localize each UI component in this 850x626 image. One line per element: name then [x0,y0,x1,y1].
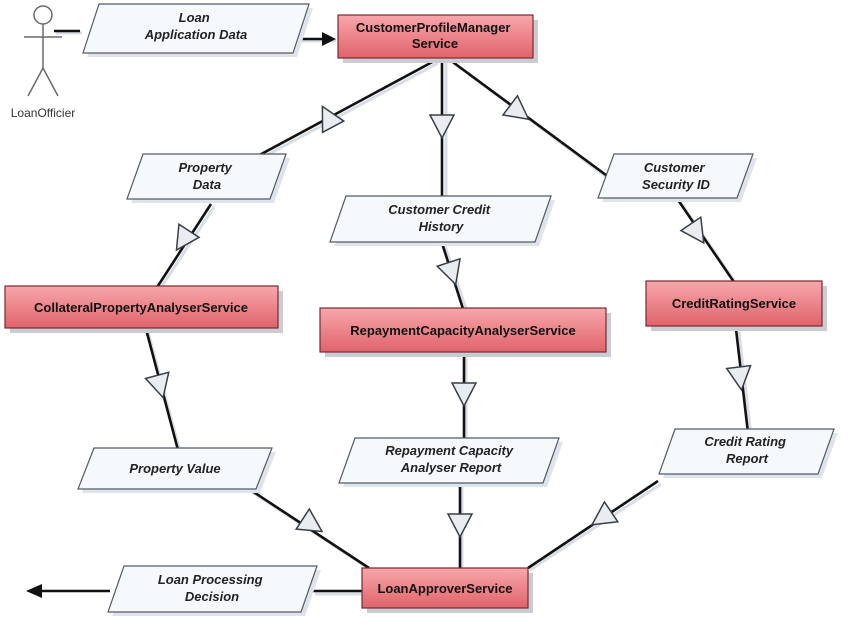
data-line: Customer Credit [388,202,491,217]
data-repayment-capacity-report[interactable]: Repayment Capacity Analyser Report [338,437,563,487]
service-line: CreditRatingService [672,296,796,311]
data-line: Application Data [144,27,248,42]
service-line: Service [412,36,458,51]
data-line: Property Value [129,461,220,476]
service-line: CustomerProfileManager [356,20,511,35]
connector-profile-to-property-data [253,58,437,160]
service-customer-profile-manager[interactable]: CustomerProfileManager Service [337,14,538,63]
data-line: Loan Processing [158,572,263,587]
service-label: LoanApproverService [377,581,512,596]
service-credit-rating[interactable]: CreditRatingService [645,280,827,331]
data-line: Loan [179,10,210,25]
service-repayment-capacity-analyser[interactable]: RepaymentCapacityAnalyserService [319,307,611,357]
data-label: Credit Rating Report [704,434,789,466]
flow-triangle [435,257,461,286]
actor-label: LoanOfficier [11,106,75,120]
data-line: Customer [644,160,706,175]
connector-profile-to-security-id [449,58,611,180]
arrowhead-decision-outward [26,584,42,598]
flow-triangle [446,513,474,539]
flow-triangle [590,500,620,526]
flow-triangle [725,364,752,392]
service-label: CollateralPropertyAnalyserService [34,300,248,315]
service-line: CollateralPropertyAnalyserService [34,300,248,315]
flow-triangle [501,94,530,121]
service-label: CustomerProfileManager Service [356,20,514,51]
service-line: LoanApproverService [377,581,512,596]
data-label: Loan Processing Decision [158,572,266,604]
flow-triangle [321,104,346,134]
flow-triangle [175,222,201,252]
data-loan-application[interactable]: Loan Application Data [82,3,313,57]
data-line: History [419,219,465,234]
data-label: Repayment Capacity Analyser Report [385,443,517,475]
data-customer-security-id[interactable]: Customer Security ID [597,153,757,202]
data-customer-credit-history[interactable]: Customer Credit History [329,195,555,246]
flow-triangle [294,507,324,533]
flow-triangle [450,382,478,408]
data-credit-rating-report[interactable]: Credit Rating Report [658,428,838,478]
connector-property-data-to-collateral [152,203,213,293]
data-line: Credit Rating [704,434,786,449]
data-line: Decision [185,589,239,604]
service-line: RepaymentCapacityAnalyserService [350,323,575,338]
data-loan-processing-decision[interactable]: Loan Processing Decision [107,565,321,616]
data-label: Property Data [178,160,235,192]
data-label: Customer Credit History [388,202,493,234]
data-line: Data [193,177,221,192]
data-property-value[interactable]: Property Value [77,447,276,493]
data-line: Repayment Capacity [385,443,514,458]
data-line: Report [726,451,769,466]
arrowhead-into-profile-service [322,32,336,46]
data-line: Analyser Report [400,460,502,475]
flow-triangle [428,114,456,140]
arrowheads [26,32,336,598]
data-line: Security ID [642,177,711,192]
data-label: Property Value [129,461,220,476]
stick-figure-icon [24,5,62,97]
service-label: RepaymentCapacityAnalyserService [350,323,575,338]
data-label: Loan Application Data [144,10,248,42]
flow-triangle [144,371,170,400]
service-label: CreditRatingService [672,296,796,311]
flow-triangle [679,215,705,245]
actor-loan-officer[interactable]: LoanOfficier [11,5,75,120]
connector-security-id-to-credit-rating [674,196,738,286]
data-label: Customer Security ID [642,160,711,192]
data-property[interactable]: Property Data [126,153,290,203]
data-line: Property [178,160,232,175]
flow-triangles [144,94,752,539]
service-collateral-property-analyser[interactable]: CollateralPropertyAnalyserService [4,285,283,333]
service-loan-approver[interactable]: LoanApproverService [361,567,533,613]
